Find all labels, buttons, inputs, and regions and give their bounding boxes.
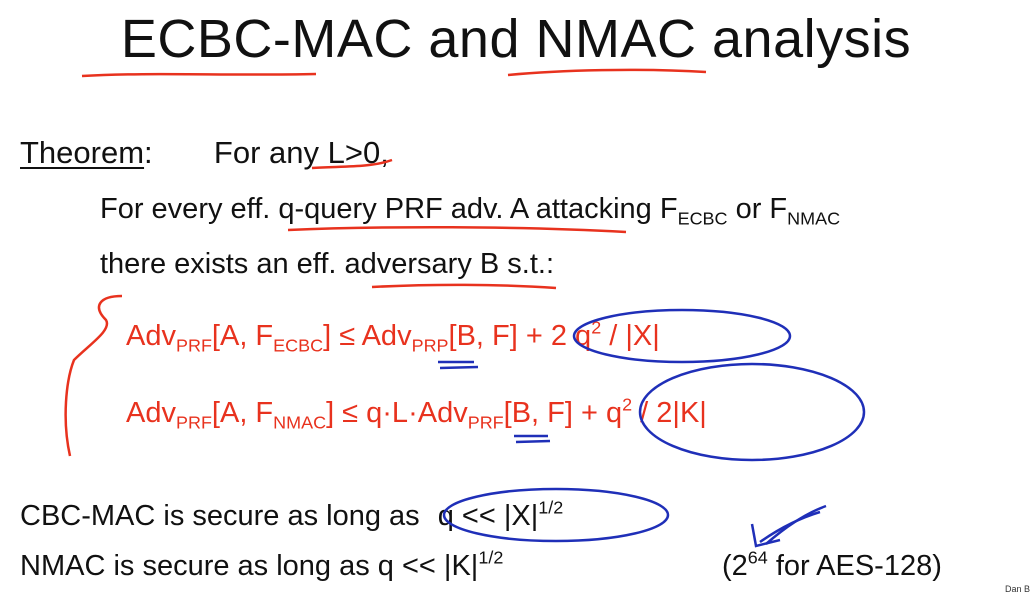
blue-arrow-shaft-2 [765,504,827,545]
aes-rest: for AES-128) [767,550,942,582]
eq1-sub-prp: PRP [411,335,449,356]
cbc-line: CBC-MAC is secure as long as q << |X|1/2 [20,497,564,533]
nmac-text: NMAC is secure as long as q << |K| [20,550,479,582]
title-underline-right [507,68,707,77]
blue-arrow-head [750,523,781,548]
eq2-arg-open: [A, F [211,397,274,429]
eq2-sup: 2 [622,394,633,415]
eq2-adv: Adv [126,397,176,429]
theorem-line-2: For every eff. q-query PRF adv. A attack… [100,193,841,229]
prf-double-underline-b [515,439,551,444]
slide-title: ECBC-MAC and NMAC analysis [120,9,912,69]
title-underline-left [81,72,317,78]
eq1-adv: Adv [126,320,176,352]
theorem-colon: : [144,135,153,170]
footer-author: Dan B [1004,584,1030,594]
eq2-adv2: Adv [417,397,468,429]
eq2-sub-prf2: PRF [467,412,504,433]
eq2-tail: / 2|K| [632,397,707,429]
eq2-sub-prf: PRF [175,412,212,433]
theorem-label: Theorem [20,135,145,170]
red-brace [64,294,123,457]
eq1-arg-open: [A, F [211,320,274,352]
cbc-expr: q << |X| [437,500,539,532]
eq1-tail: / |X| [601,320,660,352]
eq1-arg-close: ] ≤ [323,320,362,352]
eq1-sup: 2 [591,317,602,338]
line2-pre: For every eff. q-query PRF adv. A attack… [100,193,678,225]
cbc-exp: 1/2 [538,497,564,518]
adversary-underline [371,283,557,290]
aes-open: (2 [722,550,748,582]
theorem-line-3: there exists an eff. adversary B s.t.: [100,248,555,280]
eq2-arg-close: ] ≤ q·L· [326,397,418,429]
eq2-rhs: [B, F] + q [503,397,623,429]
q-query-underline [287,225,627,234]
eq1-sub-prf: PRF [175,335,212,356]
line2-sub-ecbc: ECBC [677,208,728,229]
eq1-rhs: [B, F] + 2 q [448,320,592,352]
blue-arrow-shaft [759,510,821,544]
theorem-line: Theorem: For any L>0, [20,135,389,171]
line2-mid: or F [727,193,788,225]
eq1-adv2: Adv [361,320,412,352]
equation-nmac: AdvPRF[A, FNMAC] ≤ q·L·AdvPRF[B, F] + q2… [126,394,707,433]
nmac-exp: 1/2 [478,547,504,568]
cbc-text: CBC-MAC is secure as long as [20,500,428,532]
aes-exp: 64 [747,547,768,568]
equation-ecbc: AdvPRF[A, FECBC] ≤ AdvPRP[B, F] + 2 q2 /… [126,317,660,356]
eq1-sub-ecbc: ECBC [273,335,324,356]
line2-sub-nmac: NMAC [787,208,841,229]
for-any-text: For any L>0, [213,135,389,170]
nmac-line: NMAC is secure as long as q << |K|1/2 [20,547,504,583]
prp-double-underline-b [439,365,479,370]
aes-note: (264 for AES-128) [722,547,942,583]
eq2-sub-nmac: NMAC [273,412,327,433]
